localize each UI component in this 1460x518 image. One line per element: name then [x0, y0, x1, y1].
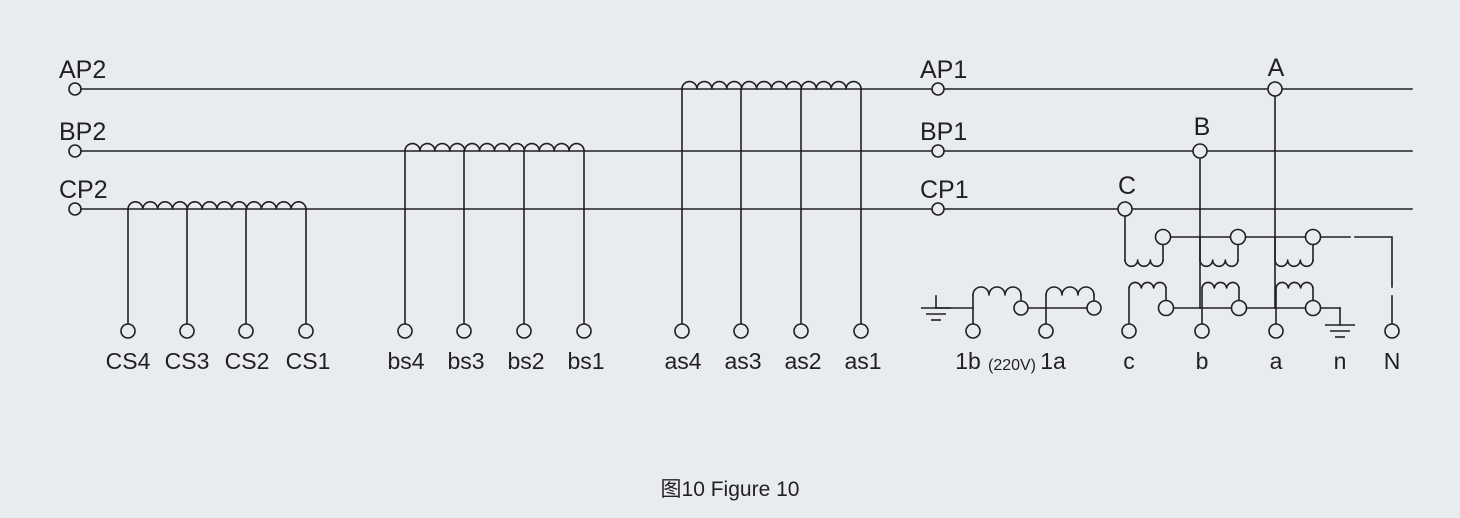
phase-label-a: A: [1268, 54, 1285, 82]
terminal-as3[interactable]: [733, 323, 749, 339]
terminal-bs2[interactable]: [516, 323, 532, 339]
node-aux-mid[interactable]: [1013, 300, 1029, 316]
n-bend-wire: [1354, 236, 1393, 288]
bus-label-bp1: BP1: [920, 118, 967, 146]
terminal-a-lower[interactable]: [1268, 323, 1284, 339]
coil-secondary-lower-1: [1128, 281, 1167, 289]
aux-label-1b: 1b: [955, 348, 981, 374]
coil-secondary-lower-3: [1275, 281, 1314, 289]
terminal-n-capital[interactable]: [1384, 323, 1400, 339]
node-upper-3[interactable]: [1304, 228, 1322, 246]
secondary-output-terminals: [1121, 323, 1284, 339]
secondary-lower-row: [1128, 281, 1355, 338]
coil-secondary-upper-3: [1274, 259, 1314, 268]
tap-label-cs4: CS4: [106, 348, 151, 374]
node-lower-3[interactable]: [1304, 299, 1322, 317]
terminal-bp1[interactable]: [931, 144, 945, 158]
right-bus-terminals: [931, 82, 945, 216]
bus-label-ap2: AP2: [59, 56, 106, 84]
terminal-bp2[interactable]: [68, 144, 82, 158]
terminal-as4[interactable]: [674, 323, 690, 339]
left-bus-terminals: [68, 82, 82, 216]
tap-label-as4: as4: [664, 348, 701, 374]
aux-label-1a: 1a: [1040, 348, 1066, 374]
terminal-ap1[interactable]: [931, 82, 945, 96]
terminal-1a[interactable]: [1038, 323, 1054, 339]
secondary-label-b: b: [1196, 348, 1209, 374]
tap-label-bs4: bs4: [387, 348, 424, 374]
terminal-as1[interactable]: [853, 323, 869, 339]
bus-label-bp2: BP2: [59, 118, 106, 146]
terminal-as2[interactable]: [793, 323, 809, 339]
bus-label-ap1: AP1: [920, 56, 967, 84]
tap-label-cs2: CS2: [225, 348, 270, 374]
phase-drop-wires: [1117, 81, 1283, 309]
tap-label-as3: as3: [724, 348, 761, 374]
secondary-label-N: N: [1384, 348, 1401, 374]
b-phase-winding: [397, 142, 592, 339]
terminal-phase-c[interactable]: [1117, 201, 1133, 217]
node-upper-2[interactable]: [1229, 228, 1247, 246]
terminal-cp1[interactable]: [931, 202, 945, 216]
tap-label-cs3: CS3: [165, 348, 210, 374]
secondary-upper-row: [1124, 228, 1351, 268]
terminal-ap2[interactable]: [68, 82, 82, 96]
phase-label-c: C: [1118, 172, 1136, 200]
secondary-label-c: c: [1123, 348, 1135, 374]
coil-secondary-upper-2: [1199, 259, 1239, 268]
terminal-c-lower[interactable]: [1121, 323, 1137, 339]
node-upper-1[interactable]: [1154, 228, 1172, 246]
terminal-cs4[interactable]: [120, 323, 136, 339]
terminal-bs3[interactable]: [456, 323, 472, 339]
tap-label-cs1: CS1: [286, 348, 331, 374]
phase-label-b: B: [1194, 113, 1211, 141]
terminal-1b[interactable]: [965, 323, 981, 339]
node-lower-2[interactable]: [1230, 299, 1248, 317]
terminal-bs4[interactable]: [397, 323, 413, 339]
coil-b-phase: [404, 142, 585, 152]
coil-aux-2: [1045, 286, 1095, 296]
figure-caption: 图10 Figure 10: [661, 478, 800, 501]
terminal-bs1[interactable]: [576, 323, 592, 339]
auxiliary-220v-winding: [921, 286, 1102, 339]
coil-c-phase: [127, 201, 307, 210]
node-lower-1[interactable]: [1157, 299, 1175, 317]
coil-a-phase: [681, 80, 862, 90]
bus-label-cp1: CP1: [920, 176, 969, 204]
terminal-cs2[interactable]: [238, 323, 254, 339]
coil-secondary-lower-2: [1201, 281, 1240, 289]
terminal-b-lower[interactable]: [1194, 323, 1210, 339]
terminal-cp2[interactable]: [68, 202, 82, 216]
tap-label-as1: as1: [844, 348, 881, 374]
c-phase-winding: [120, 201, 314, 339]
tap-label-bs1: bs1: [567, 348, 604, 374]
tap-label-as2: as2: [784, 348, 821, 374]
terminal-cs3[interactable]: [179, 323, 195, 339]
bus-lines: [74, 88, 1413, 210]
tap-label-bs3: bs3: [447, 348, 484, 374]
aux-label-voltage: (220V): [988, 357, 1036, 374]
a-phase-winding: [674, 80, 869, 339]
secondary-label-n: n: [1334, 348, 1347, 374]
secondary-label-a: a: [1270, 348, 1283, 374]
terminal-phase-b[interactable]: [1192, 143, 1208, 159]
terminal-phase-a[interactable]: [1267, 81, 1283, 97]
tap-label-bs2: bs2: [507, 348, 544, 374]
coil-aux-1: [972, 286, 1022, 296]
bus-label-cp2: CP2: [59, 176, 108, 204]
neutral-n-branch: [1354, 236, 1400, 339]
coil-secondary-upper-1: [1124, 259, 1164, 268]
terminal-cs1[interactable]: [298, 323, 314, 339]
node-aux-right[interactable]: [1086, 300, 1102, 316]
